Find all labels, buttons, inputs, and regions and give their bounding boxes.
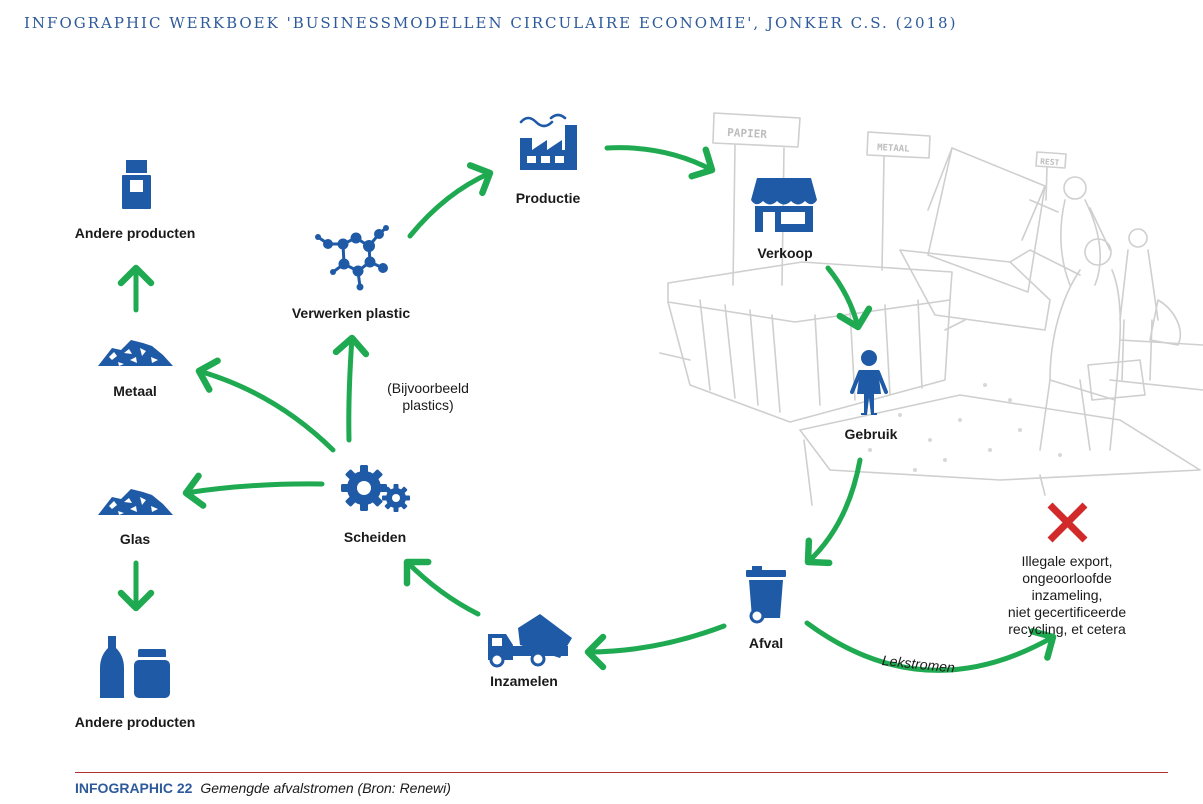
label-metaal: Metaal [113, 383, 157, 399]
sign-papier: PAPIER [727, 126, 768, 141]
arrow-verkoop-gebruik [825, 265, 873, 331]
label-gebruik: Gebruik [844, 426, 898, 442]
sign-rest: REST [1040, 157, 1060, 167]
label-scheiden: Scheiden [343, 529, 407, 545]
label-andere-producten-top: Andere producten [74, 225, 196, 241]
label-example-line: (Bijvoorbeeld [387, 380, 469, 396]
jar-icon [122, 160, 151, 209]
caption-text: Gemengde afvalstromen (Bron: Renewi) [200, 780, 451, 796]
label-example-line: plastics) [402, 397, 454, 413]
label-glas: Glas [119, 531, 151, 547]
label-illegal-line: recycling, et cetera [1008, 621, 1126, 637]
label-illegal: Illegale export, ongeoorloofde inzamelin… [999, 553, 1135, 638]
label-verwerken-plastic: Verwerken plastic [291, 305, 411, 321]
shop-icon [751, 178, 817, 232]
arrow-scheiden-metaal [195, 357, 336, 453]
scrap-pile-icon [98, 340, 173, 366]
jar-icon [134, 649, 170, 698]
arrow-inzamelen-scheiden [403, 558, 481, 617]
arrow-verwerken-productie [407, 162, 494, 239]
label-illegal-line: niet gecertificeerde [1007, 604, 1127, 620]
label-example-plastics: (Bijvoorbeeld plastics) [387, 380, 469, 414]
sign-metaal: METAAL [877, 143, 911, 155]
trash-bin-icon [746, 566, 786, 624]
arrow-afval-inzamelen [584, 623, 727, 671]
footer-rule [75, 772, 1168, 773]
label-productie: Productie [515, 190, 581, 206]
garbage-truck-icon [488, 614, 572, 668]
label-afval: Afval [748, 635, 784, 651]
molecule-icon [315, 225, 389, 291]
person-icon [850, 350, 888, 415]
arrow-productie-verkoop [604, 145, 716, 180]
arrow-scheiden-glas [182, 472, 325, 509]
gears-icon [341, 465, 410, 512]
footer-caption: INFOGRAPHIC 22 Gemengde afvalstromen (Br… [75, 780, 451, 796]
label-illegal-line: ongeoorloofde inzameling, [1022, 570, 1112, 603]
arrow-gebruik-afval [804, 457, 863, 567]
factory-icon [519, 113, 577, 170]
cross-icon [1047, 502, 1088, 543]
label-illegal-line: Illegale export, [1021, 553, 1113, 569]
label-inzamelen: Inzamelen [490, 673, 558, 689]
bottle-icon [100, 632, 124, 698]
arrow-afval-illegal [804, 620, 1057, 673]
infographic-tag: INFOGRAPHIC 22 [75, 780, 193, 796]
label-andere-producten-bottom: Andere producten [74, 714, 196, 730]
label-verkoop: Verkoop [757, 245, 813, 261]
arrow-scheiden-verwerken [332, 334, 370, 443]
scrap-pile-icon [98, 489, 173, 515]
page-title: INFOGRAPHIC WERKBOEK 'BUSINESSMODELLEN C… [24, 14, 958, 32]
